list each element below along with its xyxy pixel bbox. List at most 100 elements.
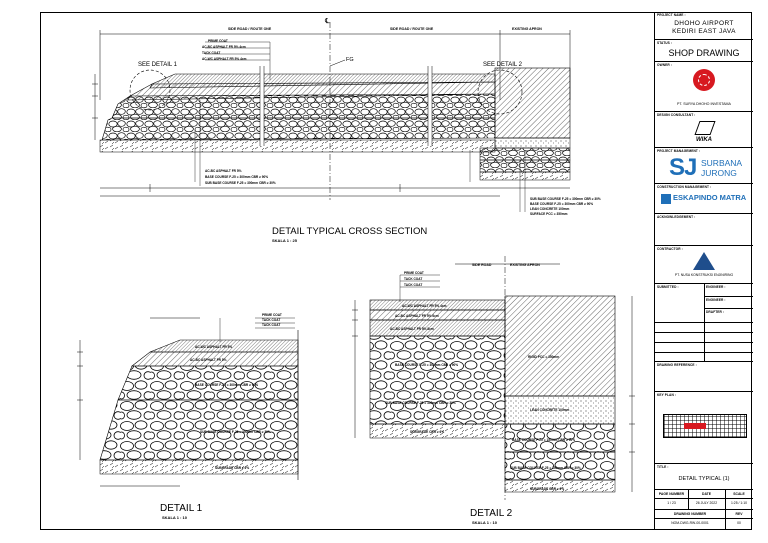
detail-2-section: SIDE ROAD EXISTING APRON PRIM — [352, 256, 635, 525]
drawing-number-cell: DRAWING NUMBER REV NOM-DWG-RW-00-0001 00 — [655, 510, 753, 530]
detail2-label: SUB BASE COURSE F-25 = 300mm CBR ≥ 30% — [385, 401, 456, 405]
layer-label-bottom: SUB BASE COURSE F-25 = 300mm CBR ≥ 30% — [205, 181, 276, 185]
sheet-border — [40, 12, 752, 530]
layer-label-top: AC-WC ASPHALT FR 5% 4cm — [202, 57, 247, 61]
drawing-area: SIDE ROAD / ROUTE ONE SIDE ROAD / ROUTE … — [77, 18, 635, 525]
main-scale: SKALA 1 : 25 — [272, 238, 298, 243]
owner-name: PT. SURYA DHOHO INVESTAMA — [677, 102, 731, 106]
project-management-cell: PROJECT MANAGEMENT : SJ SURBANA JURONG — [655, 148, 753, 184]
detail2-label: AC-WC ASPHALT FR 5% 4cm — [402, 304, 447, 308]
design-consultant-label: DESIGN CONSULTANT : — [657, 113, 696, 117]
page-number-header: PAGE NUMBER — [658, 492, 685, 496]
key-plan-cell: KEY PLAN : — [655, 392, 753, 464]
project-name-label: PROJECT NAME : — [657, 13, 686, 17]
drawing-number-header: DRAWING NUMBER — [673, 512, 707, 516]
layer-label-bottom: BASE COURSE F-25 = 300mm CBR ≥ 90% — [205, 175, 268, 179]
status-value: SHOP DRAWING — [668, 48, 740, 58]
detail2-title: DETAIL 2 — [470, 508, 513, 519]
detail2-label: BASE COURSE F-25 = 150mm CBR ≥ 90% — [512, 438, 575, 442]
drafter-label: DRAFTER : — [706, 310, 725, 314]
contractor-cell: CONTRACTOR : PT. NUSA KONSTRUKSI ENJINIR… — [655, 246, 753, 284]
page-number-value: 1 / 23 — [667, 501, 676, 505]
detail2-label: TACK COAT — [404, 277, 422, 281]
detail1-label: AC-WC ASPHALT FR 5% — [195, 345, 232, 349]
pm-logo-mark: SJ — [669, 154, 697, 181]
top-dim-3: EXISTING APRON — [512, 27, 542, 31]
construction-management-label: CONSTRUCTION MANAGEMENT : — [657, 185, 712, 189]
project-name-cell: PROJECT NAME : DHOHO AIRPORT KEDIRI EAST… — [655, 12, 753, 40]
detail2-label: BASE COURSE F-25 = 300mm CBR ≥ 90% — [395, 363, 458, 367]
detail2-label: TACK COAT — [404, 283, 422, 287]
engineer-label: ENGINEER : — [706, 285, 726, 289]
pm-name-line1: SURBANA — [701, 158, 743, 168]
detail1-label: SUBGRADE CBR ≥ 6% — [215, 466, 249, 470]
detail2-label: AC-BC ASPHALT FR 5% 6cm — [395, 314, 439, 318]
rev-value: 00 — [737, 521, 741, 525]
signatures-cell: SUBMITTED : ENGINEER : ENGINEER : DRAFTE… — [655, 284, 753, 362]
title-label: TITLE : — [657, 465, 669, 469]
contractor-name: PT. NUSA KONSTRUKSI ENJINIRING — [674, 273, 734, 277]
drawing-number-value: NOM-DWG-RW-00-0001 — [671, 521, 709, 525]
project-management-label: PROJECT MANAGEMENT : — [657, 149, 701, 153]
detail-1-section: PRIME COAT TACK COAT TACK COAT AC-WC ASP… — [77, 313, 299, 520]
rev-header: REV — [735, 512, 743, 516]
key-plan-map — [663, 414, 747, 438]
cm-logo-icon — [661, 194, 671, 204]
contractor-logo-icon — [693, 252, 715, 270]
detail1-label: TACK COAT — [262, 323, 280, 327]
detail1-title: DETAIL 1 — [160, 503, 203, 514]
detail2-top-right: EXISTING APRON — [510, 263, 540, 267]
detail2-label: SUBGRADE CBR ≥ 6% — [530, 487, 564, 491]
detail1-scale: SKALA 1 : 10 — [162, 515, 188, 520]
acknowledgement-label: ACKNOWLEDGEMENT : — [657, 215, 696, 219]
layer-label-top: PRIME COAT — [208, 39, 228, 43]
top-dim-2: SIDE ROAD / ROUTE ONE — [390, 27, 434, 31]
engineer-label-2: ENGINEER : — [706, 298, 726, 302]
status-cell: STATUS : SHOP DRAWING — [655, 40, 753, 62]
see-detail-1-label: SEE DETAIL 1 — [138, 62, 178, 68]
drawing-reference-label: DRAWING REFERENCE : — [657, 363, 697, 367]
layer-label-top: TACK COAT — [202, 51, 220, 55]
consultant-name: WIKA — [696, 137, 712, 143]
detail1-label: SUB BASE COURSE F-25 = 300mm CBR ≥ 30% — [200, 430, 271, 434]
scale-value: 1:25 / 1:10 — [730, 501, 748, 505]
sheet-title: DETAIL TYPICAL (1) — [678, 476, 730, 482]
design-consultant-cell: DESIGN CONSULTANT : WIKA — [655, 112, 753, 148]
detail1-label: TACK COAT — [262, 318, 280, 322]
drawing-reference-cell: DRAWING REFERENCE : — [655, 362, 753, 392]
construction-management-cell: CONSTRUCTION MANAGEMENT : ESKAPINDO MATR… — [655, 184, 753, 214]
detail1-label: PRIME COAT — [262, 313, 282, 317]
pm-name-line2: JURONG — [701, 168, 737, 178]
date-value: 26 JULY 2022 — [695, 501, 718, 505]
right-layer-label: SURFACE PCC = 350mm — [530, 212, 568, 216]
layer-label-top: AC-BC ASPHALT FR 5% 4cm — [202, 45, 246, 49]
right-layer-label: SUB BASE COURSE F-25 = 300mm CBR ≥ 30% — [530, 197, 601, 201]
owner-cell: OWNER : PT. SURYA DHOHO INVESTAMA — [655, 62, 753, 112]
project-name-line2: KEDIRI EAST JAVA — [672, 28, 736, 35]
scale-header: SCALE — [733, 492, 745, 496]
project-name-line1: DHOHO AIRPORT — [674, 20, 734, 27]
see-detail-2-label: SEE DETAIL 2 — [483, 62, 523, 68]
owner-label: OWNER : — [657, 63, 672, 67]
title-block: PROJECT NAME : DHOHO AIRPORT KEDIRI EAST… — [654, 12, 753, 530]
owner-logo-icon — [693, 69, 715, 91]
acknowledgement-cell: ACKNOWLEDGEMENT : — [655, 214, 753, 246]
top-dim-1: SIDE ROAD / ROUTE ONE — [228, 27, 272, 31]
submitted-label: SUBMITTED : — [657, 285, 679, 289]
key-plan-highlight — [684, 423, 706, 429]
detail1-label: BASE COURSE F-25 = 300mm CBR ≥ 90% — [195, 383, 258, 387]
info-table-cell: PAGE NUMBER DATE SCALE 1 / 23 26 JULY 20… — [655, 490, 753, 510]
right-layer-label: LEAN CONCRETE 100mm — [530, 207, 569, 211]
detail2-label: AC-BC ASPHALT FR 5% 8cm — [390, 327, 434, 331]
cm-name: ESKAPINDO MATRA — [673, 193, 747, 202]
detail2-label: SUB BASE COURSE F-25 = 150mm CBR ≥ 30% — [510, 466, 581, 470]
right-layer-label: BASE COURSE F-25 = 300mm CBR ≥ 90% — [530, 202, 593, 206]
main-cross-section — [92, 22, 571, 212]
main-labels: SIDE ROAD / ROUTE ONE SIDE ROAD / ROUTE … — [138, 18, 601, 243]
centerline-symbol: ℄ — [324, 18, 330, 25]
contractor-label: CONTRACTOR : — [657, 247, 683, 251]
detail2-top-left: SIDE ROAD — [472, 263, 492, 267]
fg-label: FG — [346, 57, 354, 63]
detail2-scale: SKALA 1 : 10 — [472, 520, 498, 525]
